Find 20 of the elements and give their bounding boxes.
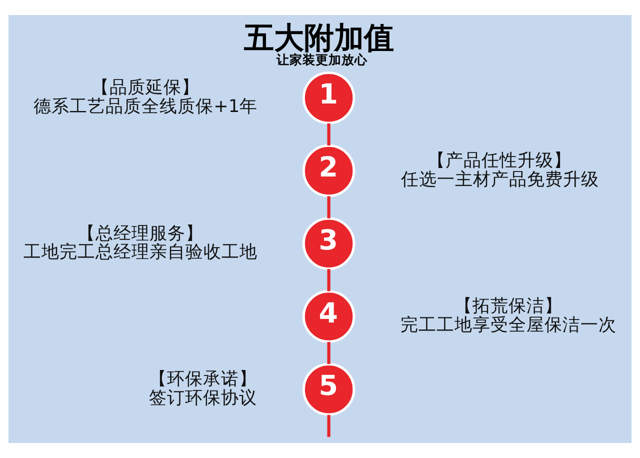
connector — [327, 123, 330, 146]
node-label: 【品质延保】 — [91, 78, 200, 98]
node-circle: 5 — [302, 362, 356, 416]
node-label: 【拓荒保洁】 — [454, 296, 562, 317]
node-label: 完工工地享受全屋保洁一次 — [400, 316, 616, 336]
node-label: 签订环保协议 — [149, 388, 258, 408]
node-circle: 3 — [302, 217, 356, 270]
node-label: 【环保承诺】 — [149, 370, 258, 390]
node-label: 工地完工总经理亲自验收工地 — [24, 242, 258, 263]
connector — [327, 269, 330, 292]
node-circle: 2 — [302, 144, 356, 198]
node-label: 【产品任性升级】 — [427, 150, 572, 171]
node-circle: 1 — [302, 72, 356, 124]
connector — [327, 196, 330, 218]
connector — [327, 414, 330, 437]
node-label: 任选一主材产品免费升级 — [401, 170, 600, 190]
connector — [327, 342, 330, 364]
node-circle: 4 — [302, 290, 356, 343]
node-label: 【总经理服务】 — [78, 224, 204, 244]
node-label: 德系工艺品质全线质保+1年 — [34, 96, 258, 117]
